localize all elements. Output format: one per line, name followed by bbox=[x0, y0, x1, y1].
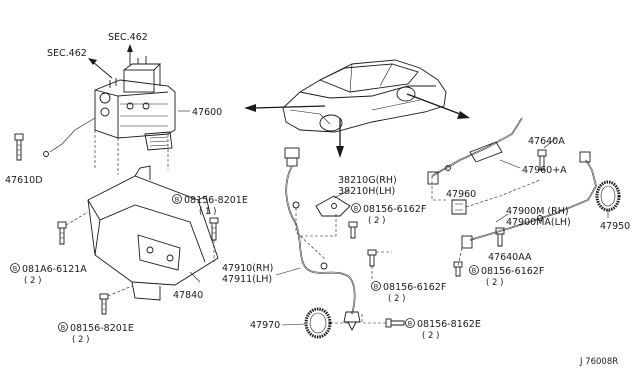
sensor-rotor-47950 bbox=[595, 180, 621, 212]
svg-text:B: B bbox=[61, 324, 65, 332]
label-08156-6162f-low[interactable]: 08156-6162F bbox=[383, 282, 446, 293]
qty-08156-6162f-right: ( 2 ) bbox=[486, 278, 503, 288]
guide-front-sensor bbox=[295, 208, 327, 261]
label-08156-8201e-top[interactable]: 08156-8201E bbox=[184, 195, 248, 206]
leader-47970 bbox=[281, 323, 306, 326]
bolt-marker-08156-8201e-bottom: B bbox=[58, 322, 68, 332]
bolt-081a6-6121a bbox=[57, 221, 67, 245]
label-38210h[interactable]: 38210H(LH) bbox=[338, 186, 395, 197]
label-47970[interactable]: 47970 bbox=[250, 320, 280, 331]
label-47960a[interactable]: 47960+A bbox=[522, 165, 567, 176]
qty-081a6-6121a: ( 2 ) bbox=[24, 276, 41, 286]
label-08156-8201e-bottom[interactable]: 08156-8201E bbox=[70, 323, 134, 334]
leader-47960a bbox=[499, 159, 521, 169]
svg-text:B: B bbox=[374, 283, 378, 291]
bolt-47640aa bbox=[495, 227, 505, 247]
actuator-bracket bbox=[87, 165, 219, 301]
bolt-marker-08156-6162f-low: B bbox=[371, 281, 381, 291]
leader-38210 bbox=[333, 189, 351, 199]
bolt-08156-6162f-right bbox=[453, 261, 463, 277]
label-47610d[interactable]: 47610D bbox=[5, 175, 43, 186]
svg-text:B: B bbox=[175, 196, 179, 204]
label-47640a[interactable]: 47640A bbox=[528, 136, 565, 147]
label-38210g[interactable]: 38210G(RH) bbox=[338, 175, 397, 186]
label-47911[interactable]: 47911(LH) bbox=[222, 274, 272, 285]
bolt-marker-08156-8201e-top: B bbox=[172, 194, 182, 204]
label-08156-8162e[interactable]: 08156-8162E bbox=[417, 319, 481, 330]
qty-08156-6162f-mid: ( 2 ) bbox=[368, 216, 385, 226]
actuator-harness bbox=[49, 117, 96, 153]
arrow-to-actuator bbox=[244, 104, 326, 112]
svg-text:B: B bbox=[472, 267, 476, 275]
bolt-08156-6162f-mid bbox=[348, 221, 358, 239]
label-08156-6162f-right[interactable]: 08156-6162F bbox=[481, 266, 544, 277]
sensor-bracket-38210 bbox=[315, 195, 351, 217]
abs-actuator-unit bbox=[94, 56, 176, 151]
svg-text:B: B bbox=[408, 320, 412, 328]
guide-bolt-081a6 bbox=[65, 211, 89, 226]
bolt-marker-081a6-6121a: B bbox=[10, 263, 20, 273]
rear-wheel-sensor bbox=[461, 151, 597, 249]
leader-47900 bbox=[495, 213, 509, 223]
sensor-rotor-47970 bbox=[304, 307, 332, 339]
label-47910[interactable]: 47910(RH) bbox=[222, 263, 273, 274]
qty-08156-8201e-top: ( 1 ) bbox=[199, 207, 216, 217]
qty-08156-8162e: ( 2 ) bbox=[422, 331, 439, 341]
vehicle-silhouette bbox=[282, 59, 447, 133]
leader-47840 bbox=[189, 271, 201, 283]
bolt-47640a bbox=[537, 149, 547, 171]
clip-47960 bbox=[451, 199, 467, 215]
bolt-08156-8201e-top bbox=[209, 217, 219, 241]
rear-sensor-harness-47960 bbox=[427, 117, 523, 185]
label-47600[interactable]: 47600 bbox=[192, 107, 222, 118]
arrow-to-front-sensor bbox=[336, 118, 344, 158]
bolt-marker-08156-6162f-right: B bbox=[469, 265, 479, 275]
guide-bolt-6162f-low bbox=[371, 251, 392, 280]
guide-bolt-bottom bbox=[107, 285, 133, 297]
label-47640aa[interactable]: 47640AA bbox=[488, 252, 532, 263]
guide-rear-clip bbox=[465, 179, 541, 208]
qty-08156-6162f-low: ( 2 ) bbox=[388, 294, 405, 304]
assembly-guide-lines bbox=[94, 130, 169, 175]
label-47950[interactable]: 47950 bbox=[600, 221, 630, 232]
label-47840[interactable]: 47840 bbox=[173, 290, 203, 301]
leader-47640a bbox=[543, 137, 557, 149]
bolt-08156-8201e-bottom bbox=[99, 293, 109, 315]
bolt-08156-8162e bbox=[385, 318, 405, 328]
guide-bolt-8162e bbox=[361, 314, 386, 324]
label-47960[interactable]: 47960 bbox=[446, 189, 476, 200]
bolt-47610d bbox=[14, 133, 24, 161]
guide-bracket-38210 bbox=[300, 214, 337, 237]
label-47900m[interactable]: 47900M (RH) bbox=[506, 206, 569, 217]
guide-rear-bolt bbox=[457, 247, 463, 267]
diagram-code: J 76008R bbox=[579, 357, 618, 367]
qty-08156-8201e-bottom: ( 2 ) bbox=[72, 335, 89, 345]
leader-47910 bbox=[275, 267, 301, 276]
bolt-marker-08156-8162e: B bbox=[405, 318, 415, 328]
svg-text:B: B bbox=[13, 265, 17, 273]
label-sec462-b[interactable]: SEC.462 bbox=[108, 32, 148, 43]
label-08156-6162f-mid[interactable]: 08156-6162F bbox=[363, 204, 426, 215]
svg-text:B: B bbox=[354, 205, 358, 213]
arrow-sec462-b bbox=[127, 44, 133, 66]
label-081a6-6121a[interactable]: 081A6-6121A bbox=[22, 264, 87, 275]
arrow-to-rear-sensor bbox=[406, 93, 470, 119]
label-sec462-a[interactable]: SEC.462 bbox=[47, 48, 87, 59]
bolt-08156-6162f-low bbox=[367, 249, 377, 267]
guide-rear-harness bbox=[431, 176, 446, 201]
arrow-sec462-a bbox=[88, 58, 113, 79]
bolt-marker-08156-6162f-mid: B bbox=[351, 203, 361, 213]
label-47900ma[interactable]: 47900MA(LH) bbox=[506, 217, 571, 228]
